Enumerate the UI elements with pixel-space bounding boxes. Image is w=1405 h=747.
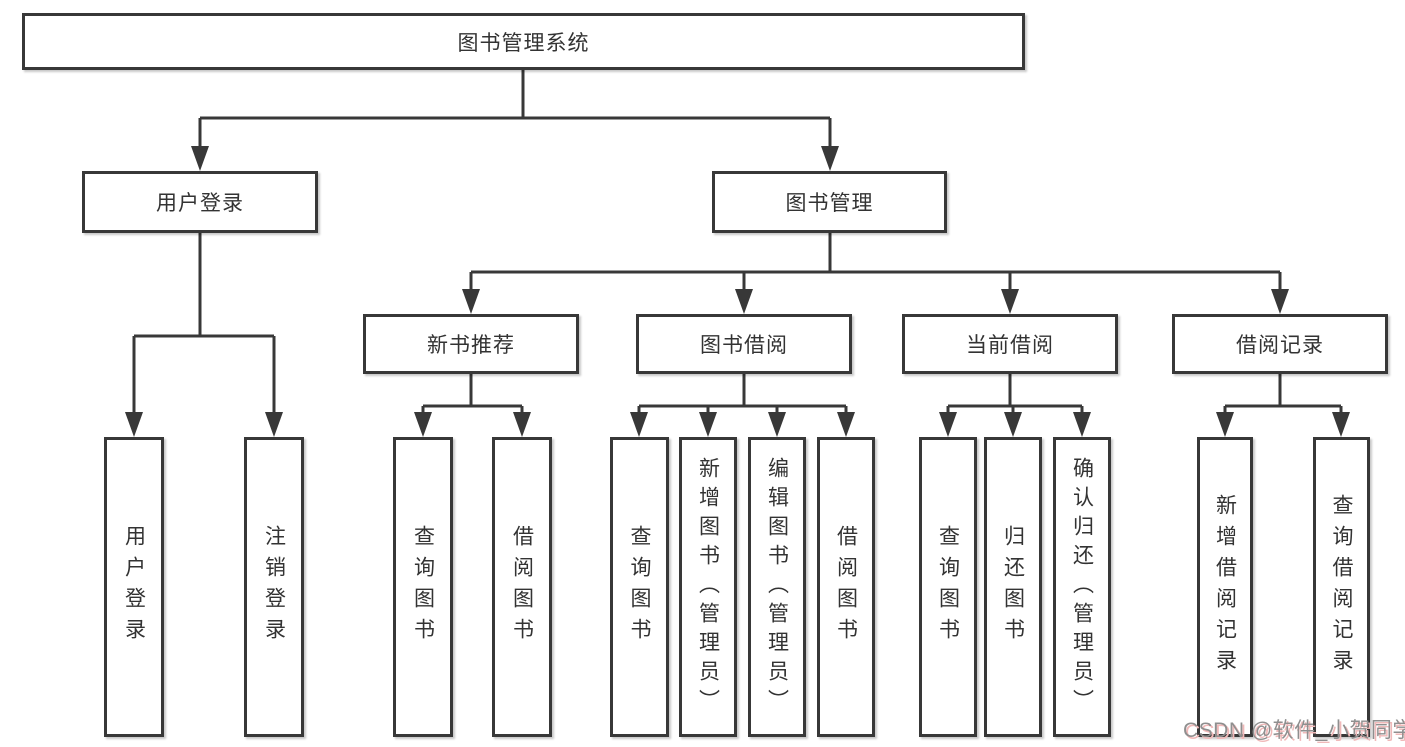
leaf-logout: 注销登录 [244, 437, 304, 737]
node-book-management: 图书管理 [712, 171, 947, 233]
leaf-edit-books-admin: 编辑图书（管理员） [748, 437, 806, 737]
leaf-query-borrow-record: 查询借阅记录 [1313, 437, 1370, 737]
node-current-borrow: 当前借阅 [902, 314, 1118, 374]
arrowhead-icons [125, 146, 1350, 437]
leaf-query-borrow-record-label: 查询借阅记录 [1330, 494, 1353, 680]
leaf-current-query-books: 查询图书 [919, 437, 977, 737]
leaf-current-query-books-label: 查询图书 [936, 525, 960, 649]
node-library-system: 图书管理系统 [22, 13, 1025, 70]
leaf-borrow-books: 借阅图书 [817, 437, 875, 737]
leaf-borrow-books-label: 借阅图书 [834, 525, 858, 649]
leaf-user-login-label: 用户登录 [122, 525, 146, 649]
leaf-recommend-query-books: 查询图书 [393, 437, 453, 737]
leaf-add-books-admin: 新增图书（管理员） [679, 437, 737, 737]
leaf-borrow-query-books-label: 查询图书 [628, 525, 651, 649]
node-book-borrow: 图书借阅 [636, 314, 852, 374]
leaf-confirm-return-admin: 确认归还（管理员） [1053, 437, 1111, 737]
node-book-borrow-label: 图书借阅 [700, 334, 788, 357]
node-library-system-label: 图书管理系统 [457, 31, 590, 55]
leaf-user-login: 用户登录 [104, 437, 164, 737]
leaf-logout-label: 注销登录 [262, 525, 286, 649]
leaf-recommend-query-books-label: 查询图书 [411, 525, 435, 649]
csdn-watermark: CSDN @软件_小贺同学 [1183, 719, 1405, 742]
node-new-book-recommend-label: 新书推荐 [427, 334, 515, 357]
leaf-recommend-borrow-books-label: 借阅图书 [510, 525, 534, 649]
node-book-management-label: 图书管理 [785, 192, 874, 215]
leaf-edit-books-admin-label: 编辑图书（管理员） [765, 456, 789, 718]
leaf-add-borrow-record-label: 新增借阅记录 [1213, 494, 1237, 680]
node-user-login: 用户登录 [82, 171, 318, 233]
leaf-add-books-admin-label: 新增图书（管理员） [696, 456, 720, 718]
leaf-recommend-borrow-books: 借阅图书 [492, 437, 552, 737]
leaf-confirm-return-admin-label: 确认归还（管理员） [1070, 456, 1094, 718]
node-new-book-recommend: 新书推荐 [363, 314, 579, 374]
leaf-return-books: 归还图书 [984, 437, 1042, 737]
node-current-borrow-label: 当前借阅 [966, 334, 1054, 357]
leaf-add-borrow-record: 新增借阅记录 [1197, 437, 1253, 737]
node-borrow-records: 借阅记录 [1172, 314, 1388, 374]
node-borrow-records-label: 借阅记录 [1236, 334, 1324, 357]
leaf-borrow-query-books: 查询图书 [610, 437, 669, 737]
leaf-return-books-label: 归还图书 [1001, 525, 1025, 649]
node-user-login-label: 用户登录 [156, 192, 244, 215]
